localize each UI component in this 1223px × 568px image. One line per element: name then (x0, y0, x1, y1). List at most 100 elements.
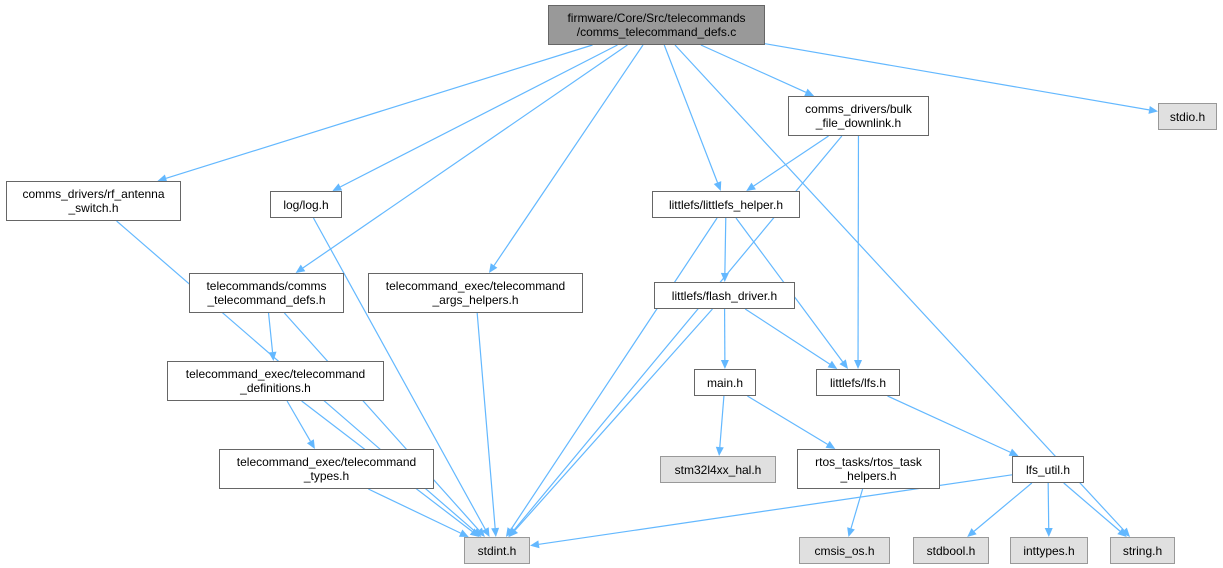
edge-arrowhead (1117, 528, 1127, 537)
edge-arrowhead (804, 88, 815, 96)
node-lfs[interactable]: littlefs/lfs.h (816, 369, 900, 396)
node-label-line: _switch.h (68, 201, 119, 215)
node-label-line: inttypes.h (1023, 543, 1075, 558)
edge-root-to-bulk_downlink (700, 44, 807, 93)
edge-root-to-tc_defs_h (302, 44, 628, 269)
node-stdint: stdint.h (464, 537, 530, 564)
node-log[interactable]: log/log.h (270, 191, 342, 218)
edge-tc_defs_h-to-tc_definitions (267, 312, 274, 353)
edge-lfs_util-to-stdbool (973, 482, 1033, 532)
node-stm32l4xx-hal: stm32l4xx_hal.h (660, 456, 776, 483)
node-label-line: littlefs/flash_driver.h (671, 288, 778, 303)
node-telecommand-definitions[interactable]: telecommand_exec/telecommand_definitions… (167, 361, 384, 401)
edge-tc_definitions-to-tc_types (286, 400, 311, 442)
node-rf-antenna-switch[interactable]: comms_drivers/rf_antenna_switch.h (6, 181, 181, 221)
node-label-line: telecommand_exec/telecommand (385, 279, 566, 293)
edge-arrowhead (839, 359, 848, 369)
node-label-line: stdio.h (1169, 109, 1206, 124)
edge-arrowhead (720, 272, 729, 282)
node-label-line: littlefs/lfs.h (829, 375, 886, 390)
node-flash-driver[interactable]: littlefs/flash_driver.h (654, 282, 795, 309)
edge-lfs_util-to-stdint (538, 474, 1013, 545)
node-label-line: firmware/Core/Src/telecommands (567, 11, 746, 25)
edge-arrowhead (746, 182, 756, 191)
node-littlefs-helper[interactable]: littlefs/littlefs_helper.h (652, 191, 800, 218)
edge-arrowhead (715, 446, 724, 456)
node-label-line: telecommand_exec/telecommand (185, 367, 366, 381)
edge-flash_driver-to-lfs (744, 308, 831, 365)
edge-root-to-tc_args (493, 44, 644, 266)
node-label-line: stm32l4xx_hal.h (674, 462, 762, 477)
edge-arrowhead (967, 528, 977, 537)
node-telecommand-types[interactable]: telecommand_exec/telecommand_types.h (219, 449, 434, 489)
edge-arrowhead (481, 527, 490, 537)
edge-arrowhead (489, 263, 498, 273)
edge-log-to-stdint (312, 217, 486, 530)
edge-root-to-rf_antenna (165, 44, 593, 179)
edge-littlefs_helper-to-stdint (510, 217, 718, 530)
edge-arrowhead (1148, 105, 1158, 114)
node-label-line: comms_drivers/rf_antenna (22, 187, 165, 201)
node-label-line: _telecommand_defs.h (207, 293, 326, 307)
node-label-line: telecommand_exec/telecommand (236, 455, 417, 469)
edge-arrowhead (505, 527, 515, 537)
edge-arrowhead (854, 359, 863, 369)
edge-arrowhead (332, 183, 343, 191)
node-label-line: comms_drivers/bulk (805, 102, 912, 116)
node-main[interactable]: main.h (694, 369, 756, 396)
node-bulk-file-downlink[interactable]: comms_drivers/bulk_file_downlink.h (788, 96, 929, 136)
node-label-line: littlefs/littlefs_helper.h (668, 197, 784, 212)
node-label-line: stdbool.h (926, 543, 976, 558)
edge-arrowhead (713, 181, 722, 191)
node-cmsis-os: cmsis_os.h (799, 537, 890, 564)
edge-lfs-to-lfs_util (887, 395, 1011, 453)
edge-arrowhead (827, 360, 838, 369)
edge-arrowhead (469, 528, 480, 537)
edge-tc_defs_h-to-stdint (283, 312, 480, 531)
edge-arrowhead (825, 440, 836, 449)
edge-root-to-littlefs_helper (663, 44, 719, 183)
edge-root-to-log (340, 44, 618, 188)
edge-bulk_downlink-to-littlefs_helper (753, 135, 829, 187)
edge-littlefs_helper-to-flash_driver (724, 217, 727, 274)
node-label-line: _file_downlink.h (815, 116, 902, 130)
node-telecommand-defs-h[interactable]: telecommands/comms_telecommand_defs.h (189, 273, 344, 313)
edge-root-to-string (674, 44, 1125, 531)
node-label-line: /comms_telecommand_defs.c (576, 25, 737, 39)
node-rtos-task-helpers[interactable]: rtos_tasks/rtos_task_helpers.h (797, 449, 940, 489)
edge-main-to-stm32 (719, 395, 725, 448)
node-label-line: log/log.h (283, 197, 329, 212)
node-label-line: _args_helpers.h (432, 293, 519, 307)
edge-tc_types-to-stdint (368, 488, 461, 534)
node-lfs-util[interactable]: lfs_util.h (1012, 456, 1084, 483)
node-label-line: rtos_tasks/rtos_task (815, 455, 922, 469)
node-root-file: firmware/Core/Src/telecommands/comms_tel… (548, 5, 765, 45)
edge-rtos_helpers-to-cmsis_os (850, 488, 864, 529)
edge-arrowhead (268, 351, 277, 361)
node-label-line: _helpers.h (840, 469, 897, 483)
edge-arrowhead (847, 527, 855, 537)
node-label-line: lfs_util.h (1025, 462, 1071, 477)
node-label-line: main.h (706, 375, 744, 390)
node-label-line: string.h (1122, 543, 1163, 558)
edge-arrowhead (458, 529, 469, 537)
edge-main-to-rtos_helpers (747, 395, 828, 445)
node-telecommand-args-helpers[interactable]: telecommand_exec/telecommand_args_helper… (368, 273, 583, 313)
node-label-line: cmsis_os.h (814, 543, 875, 558)
node-label-line: telecommands/comms (206, 279, 327, 293)
edge-arrowhead (157, 174, 168, 183)
edge-root-to-stdio (764, 43, 1150, 111)
edge-lfs_util-to-inttypes (1047, 482, 1050, 529)
edge-lfs_util-to-string (1063, 482, 1121, 532)
edge-tc_args-to-stdint (476, 312, 496, 529)
edge-arrowhead (509, 527, 519, 537)
edge-arrowhead (295, 264, 306, 273)
node-label-line: _definitions.h (240, 381, 311, 395)
edge-arrowhead (491, 527, 500, 537)
edge-arrowhead (530, 540, 540, 549)
node-string: string.h (1110, 537, 1175, 564)
node-label-line: _types.h (303, 469, 350, 483)
edge-arrowhead (1120, 527, 1131, 537)
node-stdio: stdio.h (1158, 103, 1217, 130)
edge-arrowhead (1044, 527, 1053, 537)
